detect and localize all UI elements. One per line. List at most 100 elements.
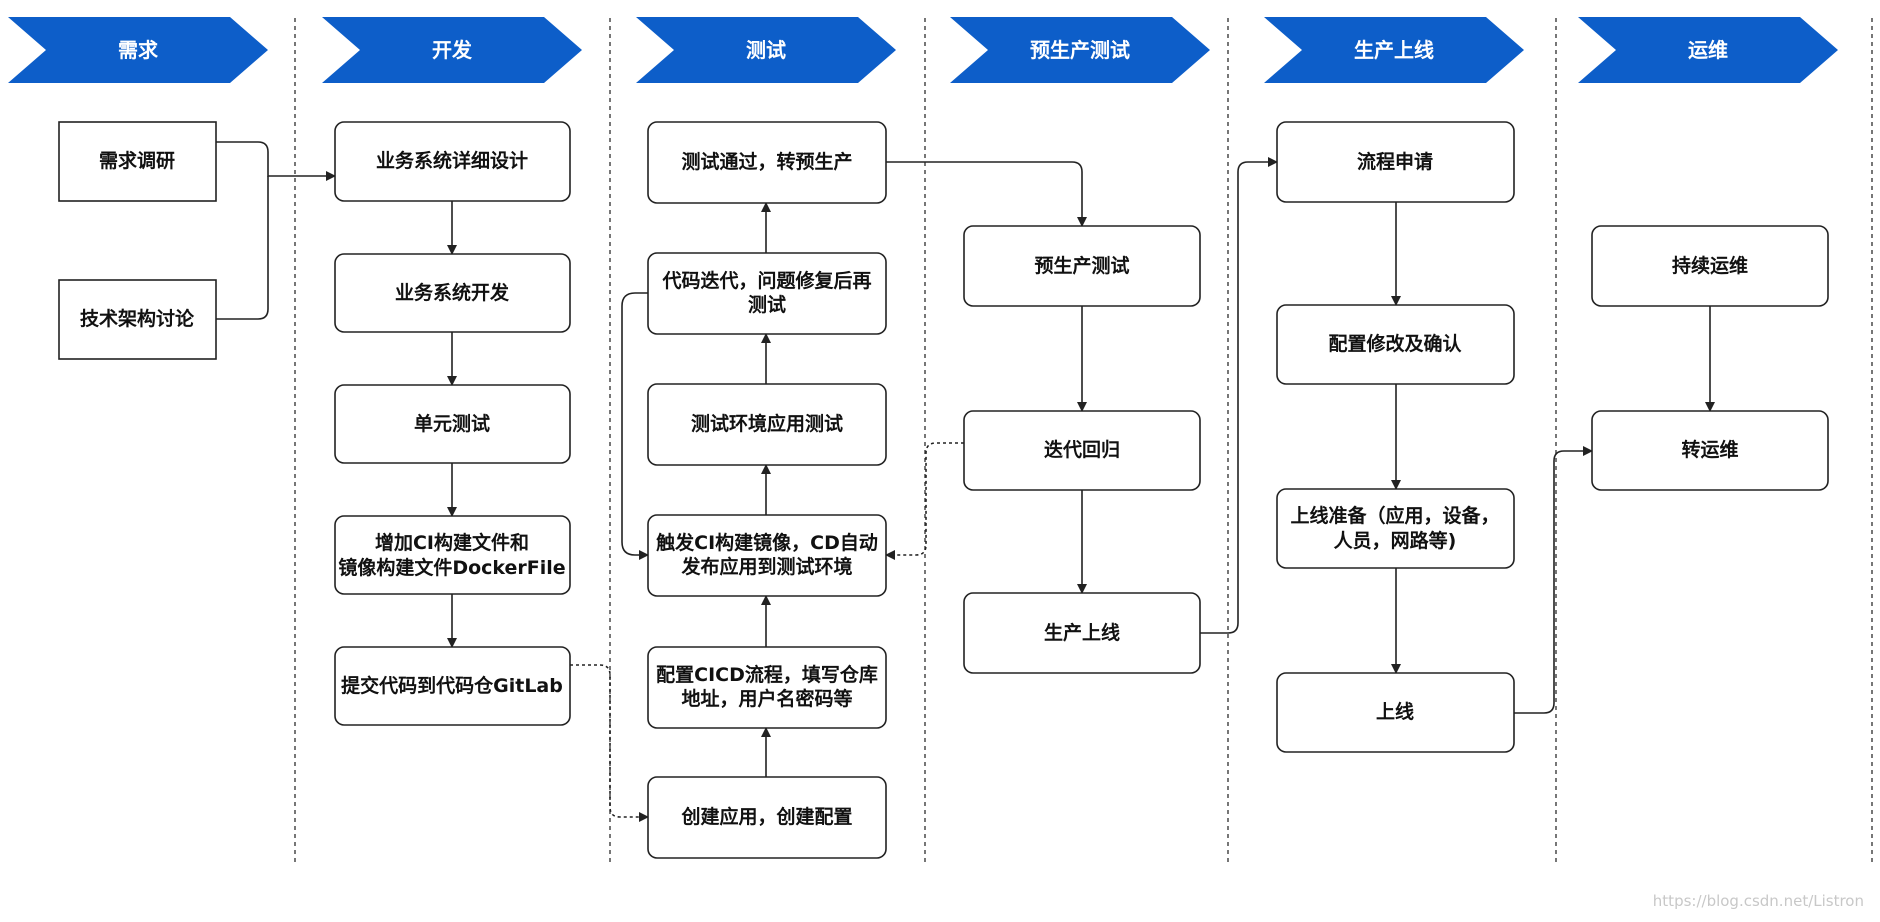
node-prod-flow: 流程申请 (1276, 121, 1515, 203)
node-box (1591, 410, 1829, 491)
node-label: 技术架构讨论 (80, 307, 195, 330)
phase-header-production: 生产上线 (1264, 17, 1524, 83)
node-label: 触发CI构建镜像，CD自动 (656, 531, 878, 554)
node-label: 测试环境应用测试 (691, 412, 843, 435)
node-box (647, 252, 887, 335)
node-label: 镜像构建文件DockerFile (338, 556, 565, 579)
connector-iterate-loop-to-trigger (621, 292, 649, 560)
connector-iterate-back-to-trigger (885, 442, 964, 560)
phase-headers: 需求 开发 测试 预生产测试 生产上线 运维 (8, 17, 1838, 83)
node-label: 代码迭代，问题修复后再 (661, 269, 871, 292)
node-test-create: 创建应用，创建配置 (647, 776, 887, 859)
node-label: 人员，网路等) (1334, 529, 1457, 552)
node-preprod-golive: 生产上线 (963, 592, 1201, 674)
node-label: 流程申请 (1357, 150, 1433, 173)
node-box (1591, 225, 1829, 307)
node-tech-architecture: 技术架构讨论 (58, 279, 217, 360)
node-box (58, 121, 217, 202)
connector-research-to-design (216, 141, 336, 181)
phase-label: 预生产测试 (1030, 38, 1130, 62)
node-label: 配置CICD流程，填写仓库 (656, 663, 878, 686)
node-dev-design: 业务系统详细设计 (334, 121, 571, 202)
node-preprod-iterate: 迭代回归 (963, 410, 1201, 491)
node-box (647, 383, 887, 466)
node-test-config: 配置CICD流程，填写仓库 地址，用户名密码等 (647, 646, 887, 729)
connector-arch-to-design (216, 176, 269, 320)
node-ops-continue: 持续运维 (1591, 225, 1829, 307)
node-preprod-test: 预生产测试 (963, 225, 1201, 307)
node-label: 增加CI构建文件和 (375, 531, 529, 554)
chevron-shape (1578, 17, 1838, 83)
node-test-trigger: 触发CI构建镜像，CD自动 发布应用到测试环境 (647, 514, 887, 597)
phase-header-preproduction: 预生产测试 (950, 17, 1210, 83)
node-test-pass: 测试通过，转预生产 (647, 121, 887, 204)
phase-header-requirements: 需求 (8, 17, 268, 83)
node-box (647, 646, 887, 729)
chevron-shape (322, 17, 582, 83)
node-box (1276, 121, 1515, 203)
node-prod-config: 配置修改及确认 (1276, 304, 1515, 385)
connector-online-to-transfer (1514, 446, 1593, 714)
phase-label: 开发 (432, 38, 473, 62)
connector-commit-to-create (570, 664, 649, 822)
phase-label: 测试 (746, 38, 786, 62)
node-box (58, 279, 217, 360)
node-test-env: 测试环境应用测试 (647, 383, 887, 466)
node-box (1276, 304, 1515, 385)
node-prod-online: 上线 (1276, 672, 1515, 753)
node-box (334, 253, 571, 333)
connector-pass-to-preprod (886, 161, 1087, 227)
node-label: 转运维 (1681, 438, 1738, 461)
phase-header-operations: 运维 (1578, 17, 1838, 83)
node-label: 业务系统开发 (395, 281, 510, 304)
node-label: 单元测试 (414, 412, 490, 435)
node-box (1276, 488, 1515, 569)
phase-label: 生产上线 (1354, 38, 1434, 62)
node-box (334, 121, 571, 202)
node-label: 测试 (748, 294, 786, 316)
watermark: https://blog.csdn.net/Listron (1653, 892, 1864, 910)
node-label: 上线 (1376, 700, 1414, 723)
node-dev-develop: 业务系统开发 (334, 253, 571, 333)
phase-label: 运维 (1688, 38, 1728, 62)
node-label: 创建应用，创建配置 (680, 805, 852, 828)
node-label: 持续运维 (1672, 254, 1748, 277)
node-requirement-research: 需求调研 (58, 121, 217, 202)
node-box (1276, 672, 1515, 753)
node-prod-prepare: 上线准备（应用，设备， 人员，网路等) (1276, 488, 1515, 569)
node-label: 生产上线 (1044, 621, 1120, 644)
node-label: 测试通过，转预生产 (681, 150, 852, 173)
node-dev-commit: 提交代码到代码仓GitLab (334, 646, 571, 726)
chevron-shape (950, 17, 1210, 83)
phase-label: 需求 (118, 38, 159, 62)
node-label: 配置修改及确认 (1328, 332, 1461, 355)
node-label: 发布应用到测试环境 (680, 555, 852, 578)
node-ops-transfer: 转运维 (1591, 410, 1829, 491)
node-box (647, 121, 887, 204)
chevron-shape (1264, 17, 1524, 83)
node-dev-ci-files: 增加CI构建文件和 镜像构建文件DockerFile (334, 515, 571, 595)
node-box (647, 776, 887, 859)
node-test-iterate: 代码迭代，问题修复后再 测试 (647, 252, 887, 335)
node-label: 预生产测试 (1034, 254, 1129, 277)
node-label: 业务系统详细设计 (376, 149, 528, 172)
node-label: 上线准备（应用，设备， (1290, 504, 1499, 527)
phase-header-development: 开发 (322, 17, 582, 83)
connectors (216, 141, 1715, 822)
chevron-shape (636, 17, 896, 83)
node-box (963, 592, 1201, 674)
node-label: 需求调研 (99, 149, 175, 172)
node-box (647, 514, 887, 597)
node-label: 迭代回归 (1044, 438, 1120, 461)
node-label: 地址，用户名密码等 (681, 687, 852, 710)
node-box (963, 225, 1201, 307)
connector-golive-to-flow (1199, 157, 1278, 634)
phase-header-testing: 测试 (636, 17, 896, 83)
node-box (334, 646, 571, 726)
chevron-shape (8, 17, 268, 83)
node-dev-unit-test: 单元测试 (334, 384, 571, 464)
node-box (334, 384, 571, 464)
node-box (963, 410, 1201, 491)
node-box (334, 515, 571, 595)
